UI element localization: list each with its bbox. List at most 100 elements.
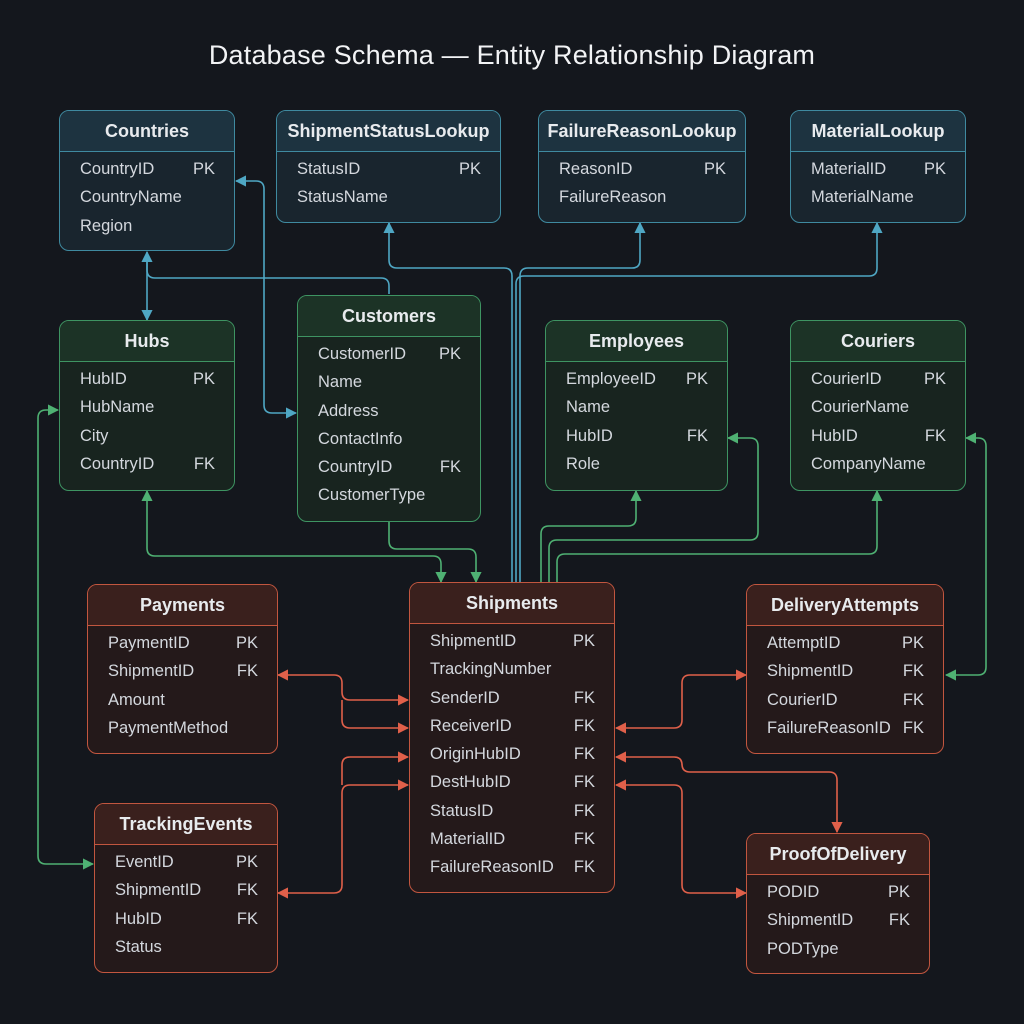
field-row: PaymentMethod xyxy=(88,714,277,742)
field-name: PaymentMethod xyxy=(108,718,229,737)
field-name: HubID xyxy=(566,426,613,445)
field-key: PK xyxy=(438,345,461,363)
link-countries-shipments xyxy=(146,262,390,294)
field-name: CompanyName xyxy=(811,454,926,473)
field-row: AttemptID PK xyxy=(747,629,943,657)
field-key: FK xyxy=(924,426,946,445)
link-couriers-attempts xyxy=(944,432,987,681)
field-name: Region xyxy=(80,216,133,235)
field-name: AttemptID xyxy=(767,634,841,652)
entity-name: Couriers xyxy=(791,321,965,362)
entity-name: Countries xyxy=(60,111,234,152)
link-payments-shipments xyxy=(276,669,410,706)
field-name: Amount xyxy=(108,690,165,709)
field-key: PK xyxy=(458,160,481,178)
field-name: OriginHubID xyxy=(430,745,521,764)
field-key: PK xyxy=(923,160,946,178)
field-key: PK xyxy=(901,634,924,652)
entity-name: MaterialLookup xyxy=(791,111,965,152)
field-name: StatusID xyxy=(297,160,361,178)
field-row: OriginHubID FK xyxy=(410,740,614,768)
field-row: PaymentID PK xyxy=(88,629,277,657)
field-name: ShipmentID xyxy=(108,662,195,681)
field-name: HubID xyxy=(811,426,858,445)
entity-name: Hubs xyxy=(60,321,234,362)
field-name: CustomerType xyxy=(318,486,426,505)
link-countries-customers xyxy=(234,175,298,419)
field-key: PK xyxy=(235,634,258,652)
link-tracking-originhub xyxy=(341,751,410,785)
field-key: PK xyxy=(685,370,708,388)
link-tracking-shipments xyxy=(276,779,410,899)
link-couriers-shipments xyxy=(556,489,883,582)
field-row: StatusName xyxy=(277,183,500,211)
field-name: ShipmentID xyxy=(115,881,202,900)
field-name: HubID xyxy=(80,370,127,388)
field-row: ContactInfo xyxy=(298,425,480,453)
field-row: CustomerType xyxy=(298,481,480,509)
field-row: CourierName xyxy=(791,393,965,421)
field-name: PaymentID xyxy=(108,634,190,652)
link-status-shipments xyxy=(383,221,513,582)
field-key: PK xyxy=(235,853,258,871)
field-name: Name xyxy=(566,398,611,417)
field-key: FK xyxy=(236,881,258,900)
field-row: FailureReason xyxy=(539,183,745,211)
entity-name: DeliveryAttempts xyxy=(747,585,943,626)
field-list: StatusID PK StatusName xyxy=(277,152,500,212)
field-name: CustomerID xyxy=(318,345,407,363)
field-name: CourierName xyxy=(811,398,910,417)
link-hubs-tracking xyxy=(37,404,95,870)
field-key: FK xyxy=(236,909,258,928)
field-key: FK xyxy=(573,858,595,877)
field-name: ShipmentID xyxy=(430,632,517,650)
field-name: HubName xyxy=(80,398,155,417)
field-key: FK xyxy=(193,454,215,473)
field-key: FK xyxy=(439,458,461,477)
field-name: PODType xyxy=(767,939,839,958)
field-row: City xyxy=(60,422,234,450)
field-name: Status xyxy=(115,937,162,956)
field-row: Role xyxy=(546,450,727,478)
link-employees-hub xyxy=(548,432,759,582)
field-name: FailureReasonID xyxy=(430,858,554,877)
field-name: FailureReason xyxy=(559,188,667,207)
link-shipments-pod xyxy=(614,751,843,834)
field-key: FK xyxy=(236,662,258,681)
field-key: FK xyxy=(902,718,924,737)
field-row: ShipmentID FK xyxy=(88,657,277,685)
field-name: ReasonID xyxy=(559,160,633,178)
field-key: FK xyxy=(573,745,595,764)
entity-name: ProofOfDelivery xyxy=(747,834,929,875)
field-name: StatusID xyxy=(430,801,494,820)
link-failure-shipments xyxy=(519,221,646,582)
field-key: PK xyxy=(703,160,726,178)
field-name: EventID xyxy=(115,853,174,871)
field-name: CountryID xyxy=(80,454,155,473)
